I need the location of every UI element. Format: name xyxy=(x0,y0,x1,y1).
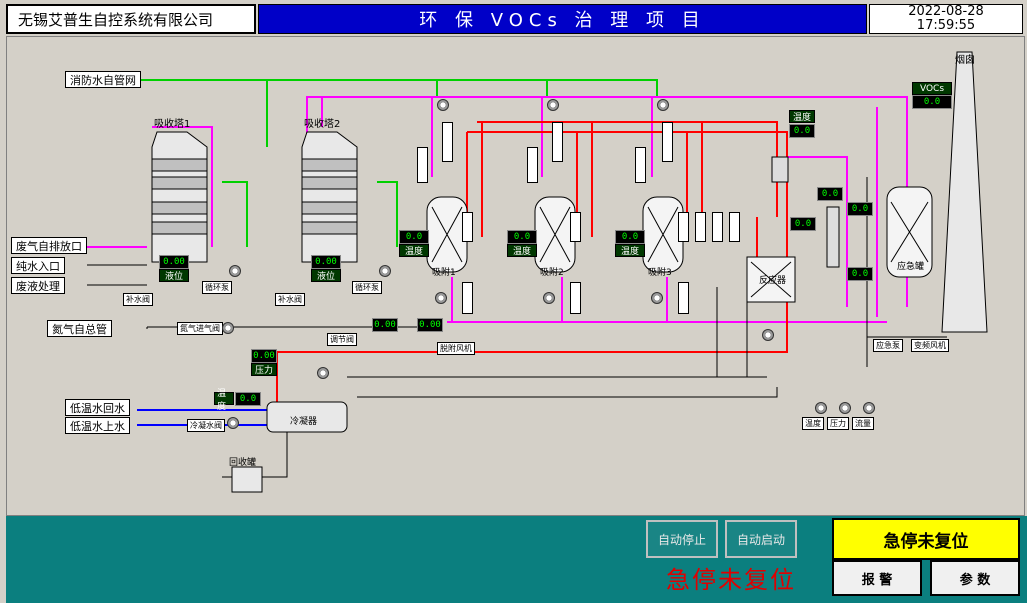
heater-temp-value: 0.0 xyxy=(789,124,815,138)
date-display: 2022-08-28 xyxy=(908,4,984,19)
adsorber-3-temp-tag: 温度 xyxy=(615,244,645,257)
instrument-tag xyxy=(662,122,673,162)
instrument-tag xyxy=(527,147,538,183)
adsorber-1-temp-value: 0.0 xyxy=(399,230,429,244)
instrument-tag xyxy=(442,122,453,162)
gauge-icon xyxy=(435,292,447,304)
gauge-icon xyxy=(227,417,239,429)
adsorber-2-temp-value: 0.0 xyxy=(507,230,537,244)
tower-2-label: 吸收塔2 xyxy=(304,119,341,130)
low-temp-return[interactable]: 低温水回水 xyxy=(65,399,130,416)
waste-liquid-output[interactable]: 废液处理 xyxy=(11,277,65,294)
nitrogen-value-2: 0.00 xyxy=(417,318,443,332)
tower-1-level-value: 0.00 xyxy=(159,255,189,269)
vocs-tag: VOCs xyxy=(912,82,952,95)
emergency-pump[interactable]: 应急泵 xyxy=(873,339,903,352)
nitrogen-valve[interactable]: 氮气进气阀 xyxy=(177,322,223,335)
gauge-icon xyxy=(839,402,851,414)
condenser-water-valve[interactable]: 冷凝水阀 xyxy=(187,419,225,432)
heater-value-1: 0.0 xyxy=(817,187,843,201)
instrument-tag xyxy=(712,212,723,242)
gauge-icon xyxy=(651,292,663,304)
recovery-tank-label: 回收罐 xyxy=(229,458,257,468)
estop-warning-text: 急停未复位 xyxy=(666,566,796,594)
gauge-icon xyxy=(547,99,559,111)
bottom-tag-3: 流量 xyxy=(852,417,874,430)
waste-gas-input[interactable]: 废气自排放口 xyxy=(11,237,87,254)
heater-temp-tag: 温度 xyxy=(789,110,815,123)
tower-2-level-tag: 液位 xyxy=(311,269,341,282)
tower-1-level-tag: 液位 xyxy=(159,269,189,282)
instrument-tag xyxy=(417,147,428,183)
instrument-tag xyxy=(462,282,473,314)
instrument-tag xyxy=(570,212,581,242)
desorption-fan[interactable]: 脱附风机 xyxy=(437,342,475,355)
gauge-icon xyxy=(657,99,669,111)
footer-bar: 自动停止 自动启动 急停未复位 急停未复位 报 警 参 数 xyxy=(6,516,1027,603)
auto-stop-button[interactable]: 自动停止 xyxy=(646,520,718,558)
regulating-valve[interactable]: 调节阀 xyxy=(327,333,357,346)
condenser-temp-value: 0.0 xyxy=(235,392,261,406)
estop-status-button[interactable]: 急停未复位 xyxy=(832,518,1020,560)
gauge-icon xyxy=(762,329,774,341)
gauge-icon xyxy=(863,402,875,414)
gauge-icon xyxy=(543,292,555,304)
adsorber-3-label: 吸附3 xyxy=(648,268,672,278)
instrument-tag xyxy=(552,122,563,162)
tower-1-makeup-valve[interactable]: 补水阀 xyxy=(123,293,153,306)
heater-value-4: 0.0 xyxy=(847,267,873,281)
clock: 2022-08-28 17:59:55 xyxy=(869,4,1023,34)
params-button[interactable]: 参 数 xyxy=(930,560,1020,596)
tower-2-level-value: 0.00 xyxy=(311,255,341,269)
gauge-icon xyxy=(379,265,391,277)
gauge-icon xyxy=(815,402,827,414)
vocs-value: 0.0 xyxy=(912,95,952,109)
instrument-tag xyxy=(570,282,581,314)
condenser-value-1: 0.00 xyxy=(251,349,277,363)
tower-1-label: 吸收塔1 xyxy=(154,119,191,130)
instrument-tag xyxy=(729,212,740,242)
low-temp-supply[interactable]: 低温水上水 xyxy=(65,417,130,434)
adsorber-2-label: 吸附2 xyxy=(540,268,564,278)
tower-2-makeup-valve[interactable]: 补水阀 xyxy=(275,293,305,306)
condenser-tag-1: 压力 xyxy=(251,363,277,376)
condenser-label: 冷凝器 xyxy=(290,417,318,427)
condenser-temp-tag: 温度 xyxy=(214,389,234,412)
pure-water-input[interactable]: 纯水入口 xyxy=(11,257,65,274)
adsorber-3-temp-value: 0.0 xyxy=(615,230,645,244)
gauge-icon xyxy=(437,99,449,111)
instrument-tag xyxy=(462,212,473,242)
tower-2-pump[interactable]: 循环泵 xyxy=(352,281,382,294)
instrument-tag xyxy=(695,212,706,242)
gauge-icon xyxy=(317,367,329,379)
chimney-label: 烟囱 xyxy=(955,55,975,66)
emergency-tank-label: 应急罐 xyxy=(897,262,925,272)
company-name: 无锡艾普生自控系统有限公司 xyxy=(6,4,256,34)
instrument-tag xyxy=(635,147,646,183)
gauge-icon xyxy=(229,265,241,277)
bottom-tag-1: 温度 xyxy=(802,417,824,430)
time-display: 17:59:55 xyxy=(916,18,976,33)
gauge-icon xyxy=(222,322,234,334)
heater-value-2: 0.0 xyxy=(790,217,816,231)
reactor-label: 反应器 xyxy=(759,276,787,286)
vfd-fan[interactable]: 变频风机 xyxy=(911,339,949,352)
page-title: 环 保 VOCs 治 理 项 目 xyxy=(258,4,867,34)
instrument-tag xyxy=(678,212,689,242)
heater-value-3: 0.0 xyxy=(847,202,873,216)
adsorber-1-label: 吸附1 xyxy=(432,268,456,278)
nitrogen-value-1: 0.00 xyxy=(372,318,398,332)
instrument-tag xyxy=(678,282,689,314)
process-diagram: 消防水自管网 废气自排放口 纯水入口 废液处理 氮气自总管 低温水回水 低温水上… xyxy=(6,36,1025,516)
adsorber-2-temp-tag: 温度 xyxy=(507,244,537,257)
bottom-tag-2: 压力 xyxy=(827,417,849,430)
tower-1-pump[interactable]: 循环泵 xyxy=(202,281,232,294)
auto-start-button[interactable]: 自动启动 xyxy=(725,520,797,558)
adsorber-1-temp-tag: 温度 xyxy=(399,244,429,257)
alarm-button[interactable]: 报 警 xyxy=(832,560,922,596)
fire-water-input[interactable]: 消防水自管网 xyxy=(65,71,141,88)
nitrogen-input[interactable]: 氮气自总管 xyxy=(47,320,112,337)
